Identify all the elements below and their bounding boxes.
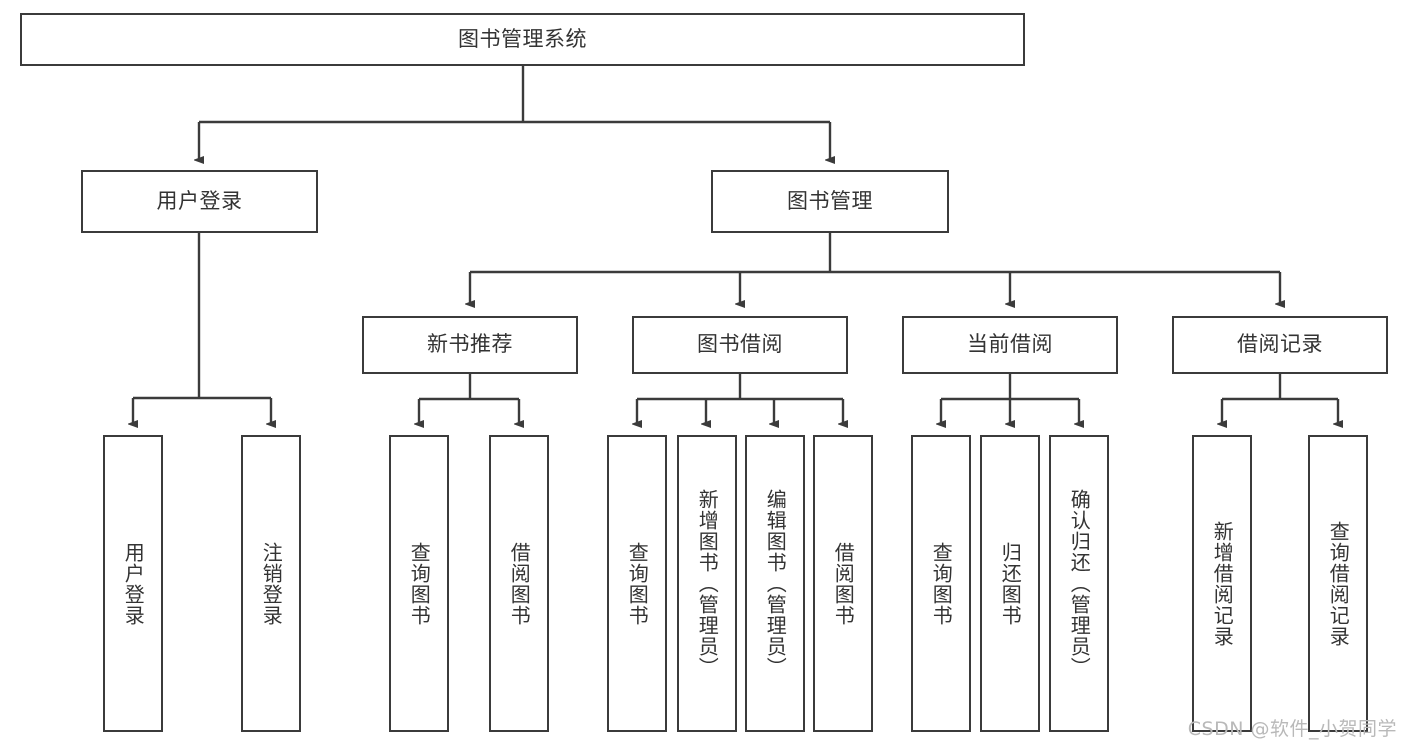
node-label: 当前借阅 [967,332,1053,357]
node-label: 图书借阅 [697,332,783,357]
node-new-book-recommend[interactable]: 新书推荐 [362,316,578,374]
node-book-borrow[interactable]: 图书借阅 [632,316,848,374]
leaf-book-borrow-query[interactable]: 查询图书 [607,435,667,732]
node-label: 新增图书（管理员） [695,489,720,678]
node-label: 用户登录 [156,188,243,213]
leaf-current-borrow-confirm[interactable]: 确认归还（管理员） [1049,435,1109,732]
node-label: 查询图书 [625,541,650,626]
leaf-borrow-record-add[interactable]: 新增借阅记录 [1192,435,1252,732]
node-current-borrow[interactable]: 当前借阅 [902,316,1118,374]
leaf-user-login-logout[interactable]: 注销登录 [241,435,301,732]
node-label: 归还图书 [998,541,1023,626]
leaf-book-borrow-borrow[interactable]: 借阅图书 [813,435,873,732]
node-label: 查询图书 [929,541,954,626]
node-user-login[interactable]: 用户登录 [81,170,318,233]
node-label: 图书管理系统 [458,26,587,51]
leaf-new-book-query[interactable]: 查询图书 [389,435,449,732]
node-label: 借阅图书 [831,541,856,626]
leaf-current-borrow-query[interactable]: 查询图书 [911,435,971,732]
leaf-borrow-record-query[interactable]: 查询借阅记录 [1308,435,1368,732]
node-label: 借阅图书 [507,541,532,626]
node-label: 注销登录 [259,541,284,626]
leaf-new-book-borrow[interactable]: 借阅图书 [489,435,549,732]
node-label: 新增借阅记录 [1210,520,1235,647]
node-label: 借阅记录 [1237,332,1323,357]
node-label: 确认归还（管理员） [1067,489,1092,678]
leaf-current-borrow-return[interactable]: 归还图书 [980,435,1040,732]
leaf-user-login-login[interactable]: 用户登录 [103,435,163,732]
node-label: 新书推荐 [427,332,513,357]
watermark-text: CSDN @软件_小贺同学 [1187,718,1397,740]
node-label: 查询图书 [407,541,432,626]
node-label: 图书管理 [787,188,873,213]
node-root-book-management-system[interactable]: 图书管理系统 [20,13,1025,66]
leaf-book-borrow-add[interactable]: 新增图书（管理员） [677,435,737,732]
node-label: 查询借阅记录 [1326,520,1351,647]
node-label: 编辑图书（管理员） [763,489,788,678]
node-borrow-record[interactable]: 借阅记录 [1172,316,1388,374]
leaf-book-borrow-edit[interactable]: 编辑图书（管理员） [745,435,805,732]
node-book-management[interactable]: 图书管理 [711,170,949,233]
node-label: 用户登录 [121,541,146,626]
